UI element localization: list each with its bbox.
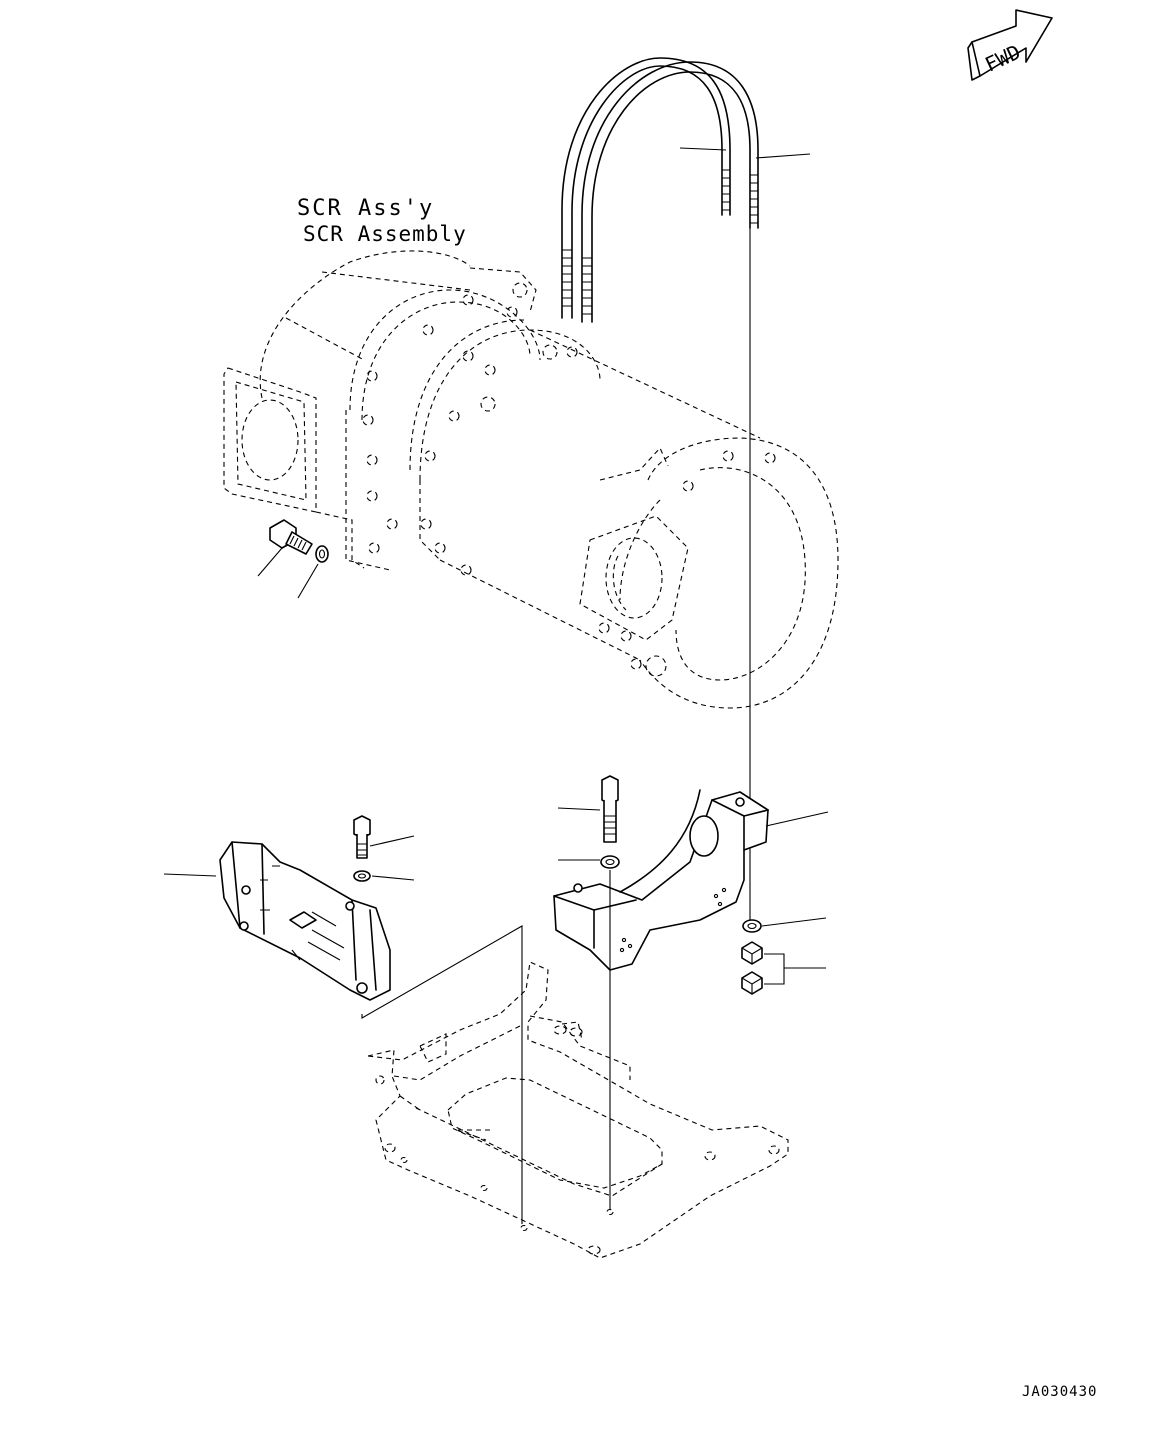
- bracket-bolt-and-washer: [557, 775, 620, 869]
- flange-bolt-and-washer: [257, 519, 329, 599]
- base-frame-outline: [367, 870, 789, 1259]
- u-bolt-washer-and-nuts: [741, 917, 827, 995]
- assembly-label-full: SCR Assembly: [303, 222, 467, 246]
- drawing-code: JA030430: [1022, 1384, 1098, 1400]
- left-support-bracket: [163, 815, 523, 1224]
- scr-assembly-outline: [223, 250, 839, 709]
- assembly-label-abbrev: SCR Ass'y: [297, 196, 435, 221]
- scr-mount-bracket: [553, 789, 829, 971]
- u-bolt-pair: [561, 57, 811, 323]
- fwd-arrow-icon: FWD: [967, 9, 1053, 81]
